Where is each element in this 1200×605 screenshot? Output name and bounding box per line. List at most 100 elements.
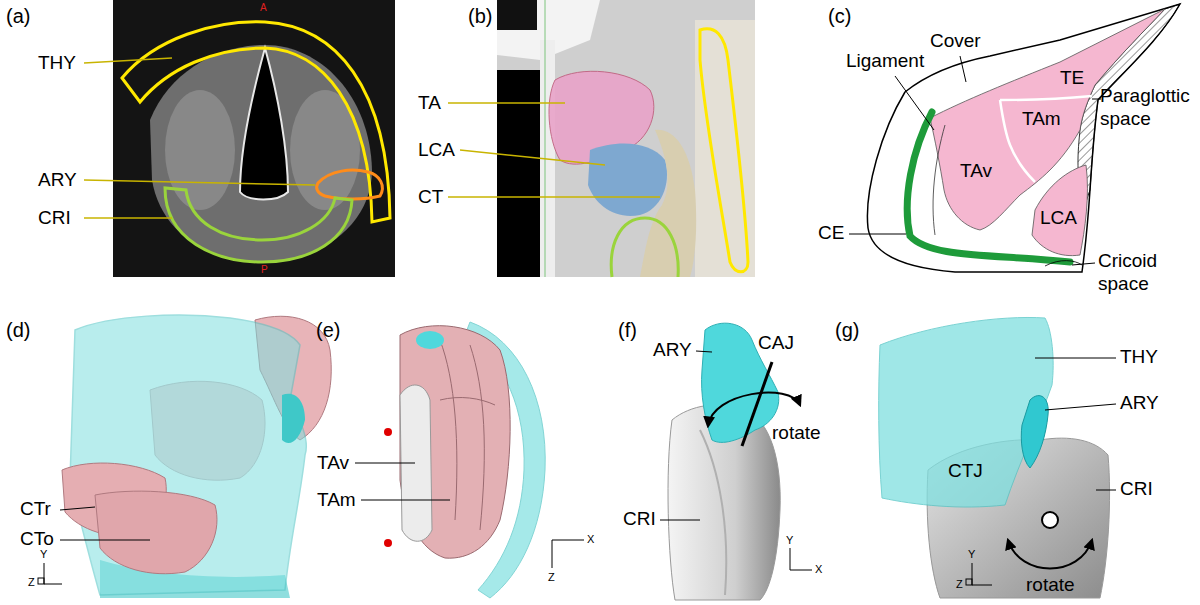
leader-line: [960, 56, 966, 82]
axis-label: Y: [40, 548, 47, 561]
leader-line: [60, 507, 95, 510]
larynx-tissue: [150, 45, 372, 262]
thyroid-outline: [122, 22, 390, 222]
axis-line: [790, 570, 812, 571]
leader-line: [660, 520, 700, 521]
leader-line: [1035, 358, 1116, 359]
part-label: LCA: [1040, 207, 1077, 230]
leader-line: [895, 76, 934, 130]
leader-line: [84, 180, 315, 185]
axis-line: [552, 540, 584, 541]
panel-label: (g): [835, 318, 859, 342]
panel-label: (d): [6, 318, 30, 342]
part-label: CE: [818, 222, 844, 245]
leader-line: [1092, 99, 1101, 100]
muscle-divider: [1000, 96, 1092, 100]
leader-line: [460, 150, 605, 165]
part-label: Cover: [930, 30, 981, 53]
part-label: CT: [418, 186, 443, 209]
orientation-marker: P: [261, 264, 268, 276]
part-label: TAm: [1022, 108, 1061, 131]
muscle-seam: [470, 345, 484, 530]
part-label: CRI: [623, 508, 656, 531]
leader-line: [1045, 404, 1116, 410]
cricoid-outline: [611, 218, 678, 277]
image-region: [497, 0, 537, 30]
image-region: [497, 70, 545, 277]
axis-line: [44, 584, 62, 585]
axis-label: Z: [548, 571, 555, 584]
rotation-arrow: [708, 393, 800, 426]
part-label: Paraglottic space: [1100, 85, 1196, 131]
lca-muscle: [1032, 165, 1087, 256]
mri-image: [497, 0, 755, 277]
rotation-axis: [742, 362, 772, 446]
axis-label: X: [587, 533, 594, 546]
panel-label: (b): [468, 4, 492, 28]
joint-pivot: [1042, 512, 1058, 528]
ct-region: [640, 130, 696, 277]
image-region: [695, 20, 755, 277]
axis-label: Y: [968, 548, 975, 561]
part-label: Ligament: [846, 50, 924, 73]
axis-line: [972, 585, 992, 586]
cricoid-ridge: [700, 430, 726, 595]
axis-marker: [966, 579, 972, 585]
part-label: CTr: [20, 498, 51, 521]
thyroid-model: [70, 315, 306, 595]
axis-label: Z: [28, 576, 35, 589]
cricoid-outline: [165, 188, 352, 262]
lca-region: [588, 143, 667, 216]
part-label: THY: [1120, 346, 1158, 369]
part-label: LCA: [418, 139, 455, 162]
panel-label: (a): [6, 4, 30, 28]
orientation-marker: A: [260, 2, 267, 14]
panel-label: (f): [618, 318, 637, 342]
axis-label: X: [815, 563, 822, 576]
cricoid-space-line: [1045, 261, 1082, 266]
tissue-shade: [165, 90, 235, 210]
part-label: ARY: [653, 339, 692, 362]
part-label: TAv: [317, 452, 349, 475]
motion-label: rotate: [772, 422, 821, 445]
arytenoid-outline: [317, 170, 383, 199]
leader-line: [84, 217, 172, 219]
rotation-arrow: [1008, 540, 1092, 569]
muscle-model: [400, 326, 510, 558]
motion-label: rotate: [1026, 574, 1075, 597]
part-label: CRI: [1120, 478, 1153, 501]
part-label: TAv: [960, 160, 992, 183]
leader-line: [1072, 263, 1095, 265]
leader-line: [696, 351, 712, 352]
marker-dot: [384, 539, 392, 547]
part-label: ARY: [1120, 392, 1159, 415]
arytenoid-model: [1021, 396, 1048, 468]
leader-line: [448, 196, 660, 198]
muscle-seam: [440, 398, 495, 405]
leader-line: [448, 102, 565, 104]
leader-line: [361, 500, 450, 501]
leader-line: [849, 234, 906, 235]
part-label: CTJ: [948, 460, 983, 483]
axis-line: [790, 548, 791, 570]
part-label: CRI: [38, 207, 71, 230]
ct-image: [113, 0, 395, 277]
part-label: TAm: [317, 489, 356, 512]
part-label: TE: [1060, 67, 1084, 90]
arytenoid-model: [282, 394, 305, 443]
muscle-seam: [440, 340, 457, 520]
part-label: CAJ: [758, 332, 794, 355]
leader-line: [1096, 490, 1116, 491]
leader-line: [355, 463, 415, 464]
airway: [240, 48, 288, 200]
leader-line: [84, 58, 172, 63]
arytenoid-model: [416, 331, 444, 349]
part-label: TA: [418, 92, 441, 115]
axis-label: Z: [956, 578, 963, 591]
fold-outline: [867, 4, 1180, 272]
ligament-line: [933, 125, 945, 235]
leader-line: [60, 540, 150, 541]
part-label: CTo: [20, 528, 54, 551]
